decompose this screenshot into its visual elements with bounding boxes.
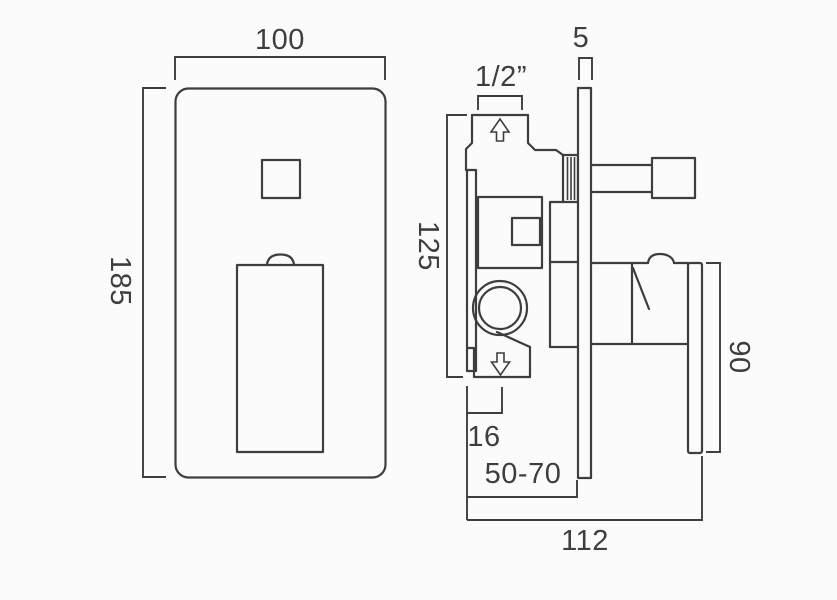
threaded-connector xyxy=(561,153,580,204)
dim-overall-depth: 112 xyxy=(467,456,703,557)
dim-plate-thickness: 5 xyxy=(573,22,593,80)
diverter-button-front xyxy=(260,158,302,200)
outlet-stub xyxy=(465,345,532,379)
dim-front-width: 100 xyxy=(174,24,386,80)
dim-front-width-label: 100 xyxy=(255,24,305,56)
cartridge-circle-inner xyxy=(477,285,523,331)
dim-bracket xyxy=(174,56,386,80)
dim-inlet-label: 1/2” xyxy=(475,61,527,93)
down-arrow-icon xyxy=(489,352,512,377)
cartridge-block xyxy=(476,195,544,270)
dim-outlet-width-label: 16 xyxy=(467,421,500,453)
diverter-knob-side xyxy=(589,156,697,200)
lever-handle-side xyxy=(589,252,704,455)
cartridge-circle-outer xyxy=(471,279,529,337)
dim-body-height: 125 xyxy=(412,114,467,378)
dim-bracket xyxy=(477,95,523,110)
dim-wall-depth-range: 50-70 xyxy=(467,458,578,498)
faceplate-front xyxy=(174,87,387,479)
dim-bracket xyxy=(142,87,166,478)
dim-plate-thickness-label: 5 xyxy=(573,22,590,54)
dim-bracket xyxy=(446,114,467,378)
dim-bracket xyxy=(467,387,503,414)
dim-handle-length-label: 90 xyxy=(723,340,755,373)
front-view: 100 185 xyxy=(104,24,387,479)
valve-body-right-step xyxy=(548,200,565,349)
dim-body-height-label: 125 xyxy=(412,221,444,271)
dim-outlet-width: 16 xyxy=(466,386,503,520)
dim-bracket xyxy=(706,262,721,453)
dim-front-height: 185 xyxy=(104,87,166,478)
valve-body-top xyxy=(464,113,565,172)
dim-front-height-label: 185 xyxy=(104,256,136,306)
dim-overall-depth-label: 112 xyxy=(561,525,609,557)
handle-front xyxy=(235,263,325,454)
dim-inlet-size: 1/2” xyxy=(475,61,527,110)
dim-bracket xyxy=(467,480,578,498)
dim-bracket xyxy=(578,57,593,80)
dim-bracket xyxy=(467,456,703,521)
up-arrow-icon xyxy=(489,117,511,142)
wall-plate-side xyxy=(576,86,593,480)
cartridge-detail-square xyxy=(510,216,542,247)
side-view: 1/2” 5 125 16 50-70 112 xyxy=(412,22,755,557)
handle-tip-arc xyxy=(265,253,296,266)
lever-bar xyxy=(686,261,704,455)
mounting-strip xyxy=(465,168,478,373)
dim-handle-length: 90 xyxy=(706,262,755,453)
dim-wall-depth-label: 50-70 xyxy=(485,458,562,490)
body-waist-line xyxy=(495,330,532,349)
